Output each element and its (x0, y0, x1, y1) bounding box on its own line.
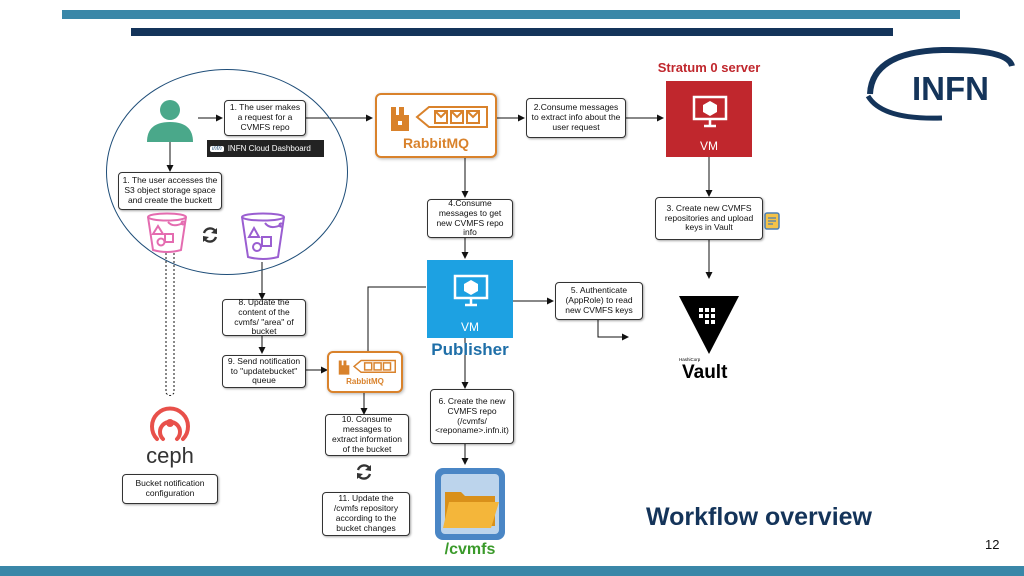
publisher-vm-monitor-icon (453, 274, 489, 307)
step-4-box: 4.Consume messages to get new CVMFS repo… (427, 197, 513, 238)
step-1-access-box: 1. The user accesses the S3 object stora… (118, 172, 222, 210)
infn-logo-text: INFN (912, 70, 989, 107)
rabbitmq-main-label: RabbitMQ (402, 135, 470, 151)
step-3-box: 3. Create new CVMFS repositories and upl… (655, 197, 763, 240)
ceph-label: ceph (146, 443, 194, 468)
hashicorp-label: HashiCorp (679, 357, 701, 362)
step-10-box: 10. Consume messages to extract informat… (325, 414, 409, 456)
user-icon (147, 100, 193, 142)
page-number: 12 (985, 537, 1000, 552)
step-3-text: 3. Create new CVMFS repositories and upl… (664, 202, 754, 233)
top-dark-bar (131, 28, 893, 36)
step-1-access-text: 1. The user accesses the S3 object stora… (122, 175, 218, 205)
step-4-text: 4.Consume messages to get new CVMFS repo… (436, 197, 504, 238)
rabbitmq-small-box: RabbitMQ (327, 351, 403, 393)
bucket-notification-text: Bucket notification configuration (135, 478, 205, 498)
s3-bucket-pink-icon (147, 212, 187, 253)
script-file-icon (764, 212, 780, 230)
stratum-0-vm: VM (666, 81, 752, 157)
slide-title: Workflow overview (646, 503, 872, 531)
step-11-text: 11. Update the /cvmfs repository accordi… (333, 493, 399, 533)
step-5-box: 5. Authenticate (AppRole) to read new CV… (555, 282, 643, 320)
step-8-text: 8. Update the content of the cvmfs/ "are… (234, 296, 294, 337)
step-8-box: 8. Update the content of the cvmfs/ "are… (222, 296, 306, 337)
step-6-text: 6. Create the new CVMFS repo (/cvmfs/ <r… (435, 395, 509, 436)
publisher-title: Publisher (431, 340, 509, 359)
step-9-text: 9. Send notification to "updatebucket" q… (227, 355, 301, 386)
publisher-vm: VM (427, 260, 513, 338)
sync-icon-2 (356, 464, 372, 480)
infn-cloud-dashboard-banner: infn INFN Cloud Dashboard (207, 140, 324, 157)
rabbitmq-logo-icon (391, 106, 488, 131)
vault-label: Vault (682, 362, 728, 383)
hashicorp-vault-logo (679, 296, 739, 354)
infn-mini-logo: infn (210, 145, 224, 152)
step-2-text: 2.Consume messages to extract info about… (531, 102, 621, 132)
step-10-text: 10. Consume messages to extract informat… (332, 414, 402, 454)
rabbitmq-main-box: RabbitMQ (375, 93, 497, 158)
user-area-circle (106, 69, 348, 275)
top-accent-bar (62, 10, 960, 19)
step-1-request-box: 1. The user makes a request for a CVMFS … (224, 100, 306, 136)
bottom-accent-bar (0, 566, 1024, 576)
ceph-logo-icon (150, 406, 190, 441)
infn-logo: INFN (865, 46, 1015, 121)
publisher-vm-label: VM (461, 320, 479, 334)
step-1-request-text: 1. The user makes a request for a CVMFS … (229, 102, 301, 132)
stratum-vm-monitor-icon (692, 95, 728, 128)
sync-icon (202, 227, 218, 243)
step-9-box: 9. Send notification to "updatebucket" q… (222, 355, 306, 388)
stratum-0-title: Stratum 0 server (657, 60, 761, 75)
cvmfs-folder-icon (435, 468, 505, 540)
stratum-vm-label: VM (700, 139, 718, 153)
step-2-box: 2.Consume messages to extract info about… (526, 98, 626, 138)
step-5-text: 5. Authenticate (AppRole) to read new CV… (565, 285, 633, 315)
s3-bucket-purple-icon (241, 212, 285, 260)
cvmfs-label: /cvmfs (444, 541, 496, 558)
step-11-box: 11. Update the /cvmfs repository accordi… (322, 492, 410, 536)
bucket-notification-box: Bucket notification configuration (122, 474, 218, 504)
step-6-box: 6. Create the new CVMFS repo (/cvmfs/ <r… (430, 389, 514, 444)
rabbitmq-small-label: RabbitMQ (346, 377, 384, 386)
rabbitmq-small-logo-icon (338, 359, 396, 375)
dashboard-label: INFN Cloud Dashboard (227, 144, 311, 153)
